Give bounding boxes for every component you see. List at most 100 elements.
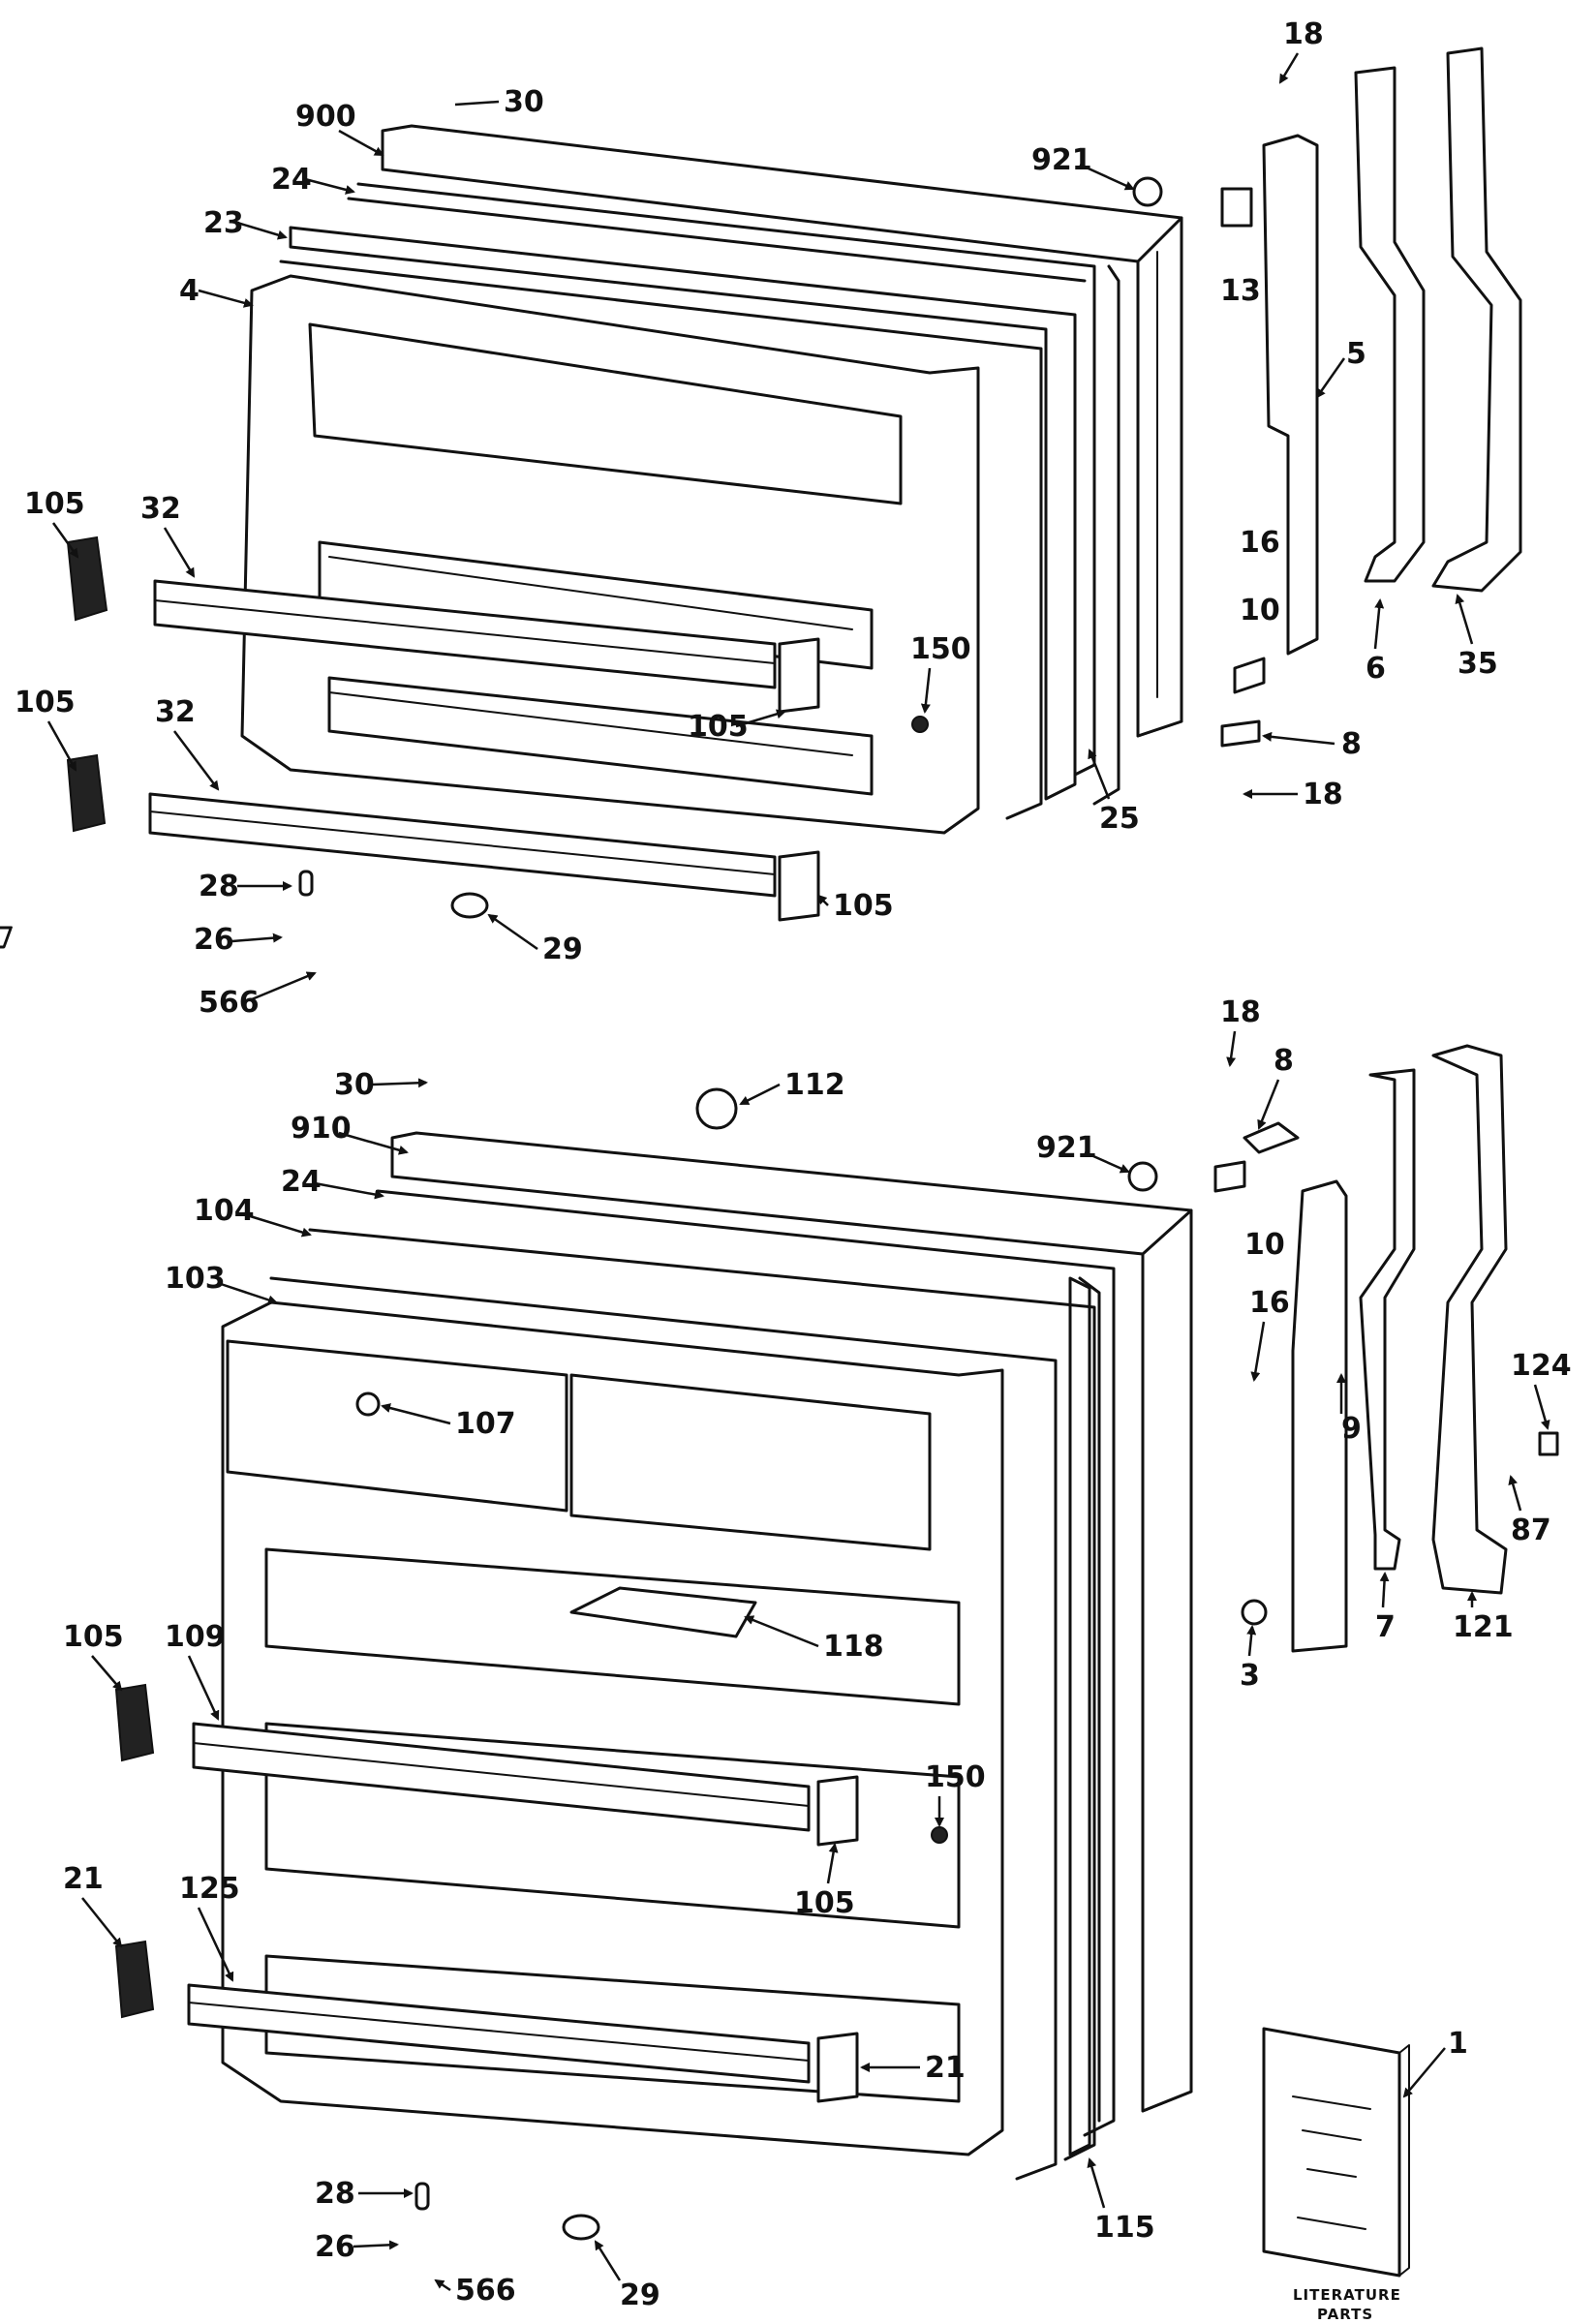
callout-125: 125 — [179, 1872, 240, 1906]
callout-18-mid: 18 — [1303, 778, 1343, 811]
freezer-door-handle-6 — [1354, 66, 1426, 583]
callout-23: 23 — [203, 206, 244, 240]
fresh-food-shelf-rail-125 — [187, 1983, 811, 2084]
callout-35: 35 — [1458, 647, 1498, 681]
callout-566-lower: 566 — [455, 2274, 516, 2308]
callout-124: 124 — [1511, 1349, 1572, 1383]
callout-4: 4 — [179, 274, 200, 308]
fresh-food-bumper-29 — [562, 2214, 600, 2241]
callout-115: 115 — [1094, 2211, 1155, 2245]
callout-26-upper: 26 — [194, 923, 234, 957]
fresh-food-door-plug-921 — [1127, 1161, 1158, 1192]
freezer-screw-150 — [911, 716, 929, 733]
callout-105-left-fresh: 105 — [63, 1620, 124, 1654]
callout-24-upper: 24 — [271, 163, 312, 197]
callout-6: 6 — [1366, 652, 1386, 686]
callout-5: 5 — [1346, 337, 1366, 371]
callout-104: 104 — [194, 1194, 255, 1228]
freezer-door-handle-35 — [1431, 46, 1522, 593]
fresh-food-handle-121 — [1431, 1044, 1508, 1595]
callout-10-upper: 10 — [1240, 594, 1280, 627]
callout-921-upper: 921 — [1031, 143, 1092, 177]
callout-105-right-fresh: 105 — [794, 1886, 855, 1920]
callout-109: 109 — [165, 1620, 226, 1654]
callout-21-left: 21 — [63, 1862, 104, 1896]
callout-121: 121 — [1453, 1610, 1514, 1644]
fresh-food-hinge-cover-10 — [1213, 1160, 1246, 1193]
callout-150-upper: 150 — [910, 632, 971, 666]
callout-1: 1 — [1448, 2027, 1468, 2061]
callout-28-upper: 28 — [199, 870, 239, 903]
callout-107: 107 — [455, 1407, 516, 1441]
callout-3: 3 — [1240, 1659, 1260, 1693]
fresh-food-handle-7 — [1359, 1068, 1416, 1571]
freezer-door-stop-bracket — [1262, 134, 1319, 656]
fresh-food-pin-28 — [414, 2182, 430, 2211]
fresh-food-shelf-clip-left-21 — [114, 1940, 155, 2019]
literature-label-line1: LITERATURE — [1293, 2286, 1401, 2304]
fresh-food-door-outer-panel — [390, 1131, 1193, 2113]
callout-8-upper: 8 — [1341, 727, 1362, 761]
fresh-food-gasket-strip-115 — [1068, 1276, 1091, 2156]
freezer-pin-28 — [298, 870, 314, 897]
callout-87: 87 — [1511, 1514, 1551, 1547]
fresh-food-shelf-clip-left-105 — [114, 1683, 155, 1762]
callout-150-lower: 150 — [925, 1760, 986, 1794]
callout-9: 9 — [1341, 1412, 1362, 1446]
callout-25: 25 — [1099, 802, 1140, 836]
freezer-door-assembly — [0, 46, 1522, 949]
callout-105-left-lower: 105 — [15, 686, 76, 719]
callout-16-upper: 16 — [1240, 526, 1280, 560]
egg-tray — [569, 1586, 757, 1638]
callout-105-left-upper: 105 — [24, 487, 85, 521]
callout-28-lower: 28 — [315, 2177, 355, 2211]
callout-103: 103 — [165, 1262, 226, 1296]
freezer-shelf-rail-upper — [153, 579, 777, 689]
literature-label-line2: PARTS — [1317, 2306, 1373, 2323]
freezer-door-plug-921 — [1132, 176, 1163, 207]
callout-112: 112 — [784, 1068, 845, 1102]
freezer-door-gasket — [279, 182, 1120, 820]
callout-105-right-upper: 105 — [688, 710, 749, 744]
fresh-food-door-assembly — [114, 1044, 1559, 2241]
freezer-shelf-clip-right-lower — [778, 850, 820, 922]
freezer-cam-26 — [0, 926, 13, 949]
callout-566-upper: 566 — [199, 986, 260, 1020]
freezer-hinge-bracket-8 — [1220, 719, 1261, 748]
fresh-food-screw-150 — [931, 1826, 948, 1844]
freezer-shelf-clip-left-lower — [66, 753, 107, 833]
fresh-food-door-gasket — [269, 1189, 1116, 2181]
freezer-shelf-clip-right-upper — [778, 637, 820, 714]
callout-26-lower: 26 — [315, 2230, 355, 2264]
fresh-food-hinge-bracket-8 — [1243, 1121, 1300, 1154]
fresh-food-shelf-clip-right-105 — [816, 1775, 859, 1847]
callout-10-lower: 10 — [1244, 1228, 1285, 1262]
callout-16-lower: 16 — [1249, 1286, 1290, 1320]
fresh-food-shelf-rail-109 — [192, 1722, 811, 1832]
freezer-hinge-cover-10 — [1233, 657, 1266, 694]
fresh-food-shelf-clip-right-21 — [816, 2032, 859, 2103]
callout-118: 118 — [823, 1630, 884, 1664]
callout-7: 7 — [1375, 1610, 1396, 1644]
freezer-shelf-rail-lower — [148, 792, 777, 898]
freezer-door-inner-liner — [240, 274, 980, 835]
callout-18-upper: 18 — [1283, 17, 1324, 51]
callout-8-lower: 8 — [1274, 1044, 1294, 1078]
freezer-hinge-13 — [1220, 187, 1253, 228]
fresh-food-door-stop-9 — [1291, 1179, 1348, 1653]
fresh-food-clip-124 — [1538, 1431, 1559, 1456]
callout-30-upper: 30 — [504, 85, 544, 119]
callout-910: 910 — [291, 1112, 352, 1146]
callout-105-right-lower: 105 — [833, 889, 894, 923]
callout-21-right: 21 — [925, 2051, 966, 2085]
callout-32-lower: 32 — [155, 695, 196, 729]
fresh-food-bushing-3 — [1241, 1599, 1268, 1626]
callouts: 30 18 900 921 24 23 4 13 5 16 105 32 150… — [15, 17, 1572, 2312]
callout-29-lower: 29 — [620, 2278, 660, 2312]
fresh-food-knob-107 — [355, 1391, 381, 1417]
freezer-door-bumper-29 — [450, 892, 489, 919]
literature-parts-booklet: LITERATURE PARTS — [1262, 2027, 1410, 2323]
callout-24-lower: 24 — [281, 1165, 322, 1199]
fresh-food-hinge-cup-112 — [695, 1087, 738, 1130]
